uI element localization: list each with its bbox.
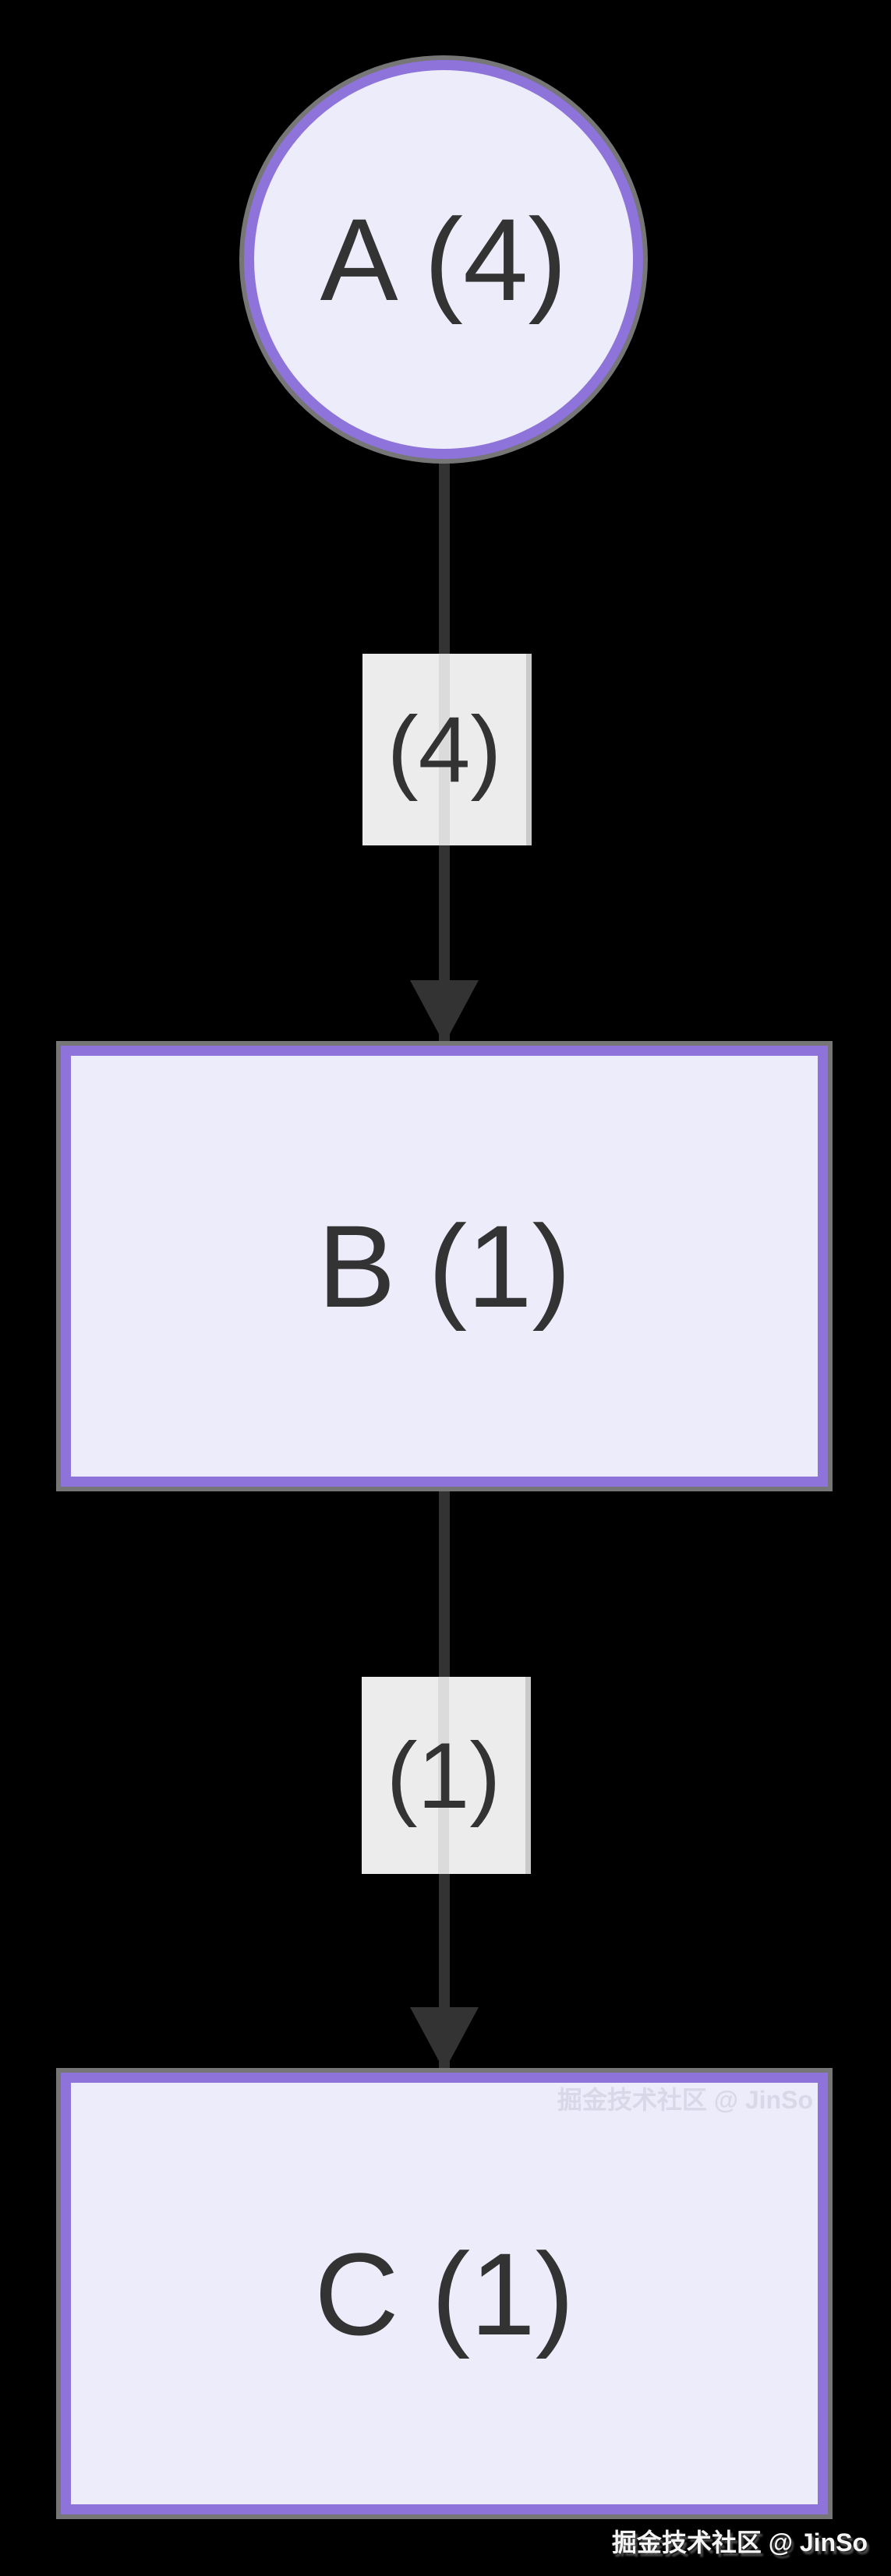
edge-b-c-label: (1) [362, 1677, 525, 1874]
edge-a-b-arrowhead-down-icon [410, 980, 479, 1044]
edge-b-c-label-text: (1) [386, 1723, 501, 1828]
edge-b-c-arrowhead-down-icon [410, 2007, 479, 2071]
edge-line-showthrough [438, 1677, 449, 1874]
node-c-rectangle: C (1) 掘金技术社区 @ JinSo [61, 2073, 828, 2514]
node-c-label: C (1) [314, 2228, 575, 2359]
edge-line-showthrough [439, 654, 450, 845]
watermark-ghost: 掘金技术社区 @ JinSo [557, 2086, 813, 2114]
node-a-circle: A (4) [244, 60, 643, 459]
edge-a-b-label-text: (4) [387, 697, 502, 802]
node-a-label: A (4) [320, 194, 567, 325]
node-b-rectangle: B (1) [61, 1046, 828, 1487]
edge-a-b-label: (4) [362, 654, 526, 845]
watermark: 掘金技术社区 @ JinSo [611, 2528, 868, 2557]
node-b-label: B (1) [317, 1201, 571, 1332]
